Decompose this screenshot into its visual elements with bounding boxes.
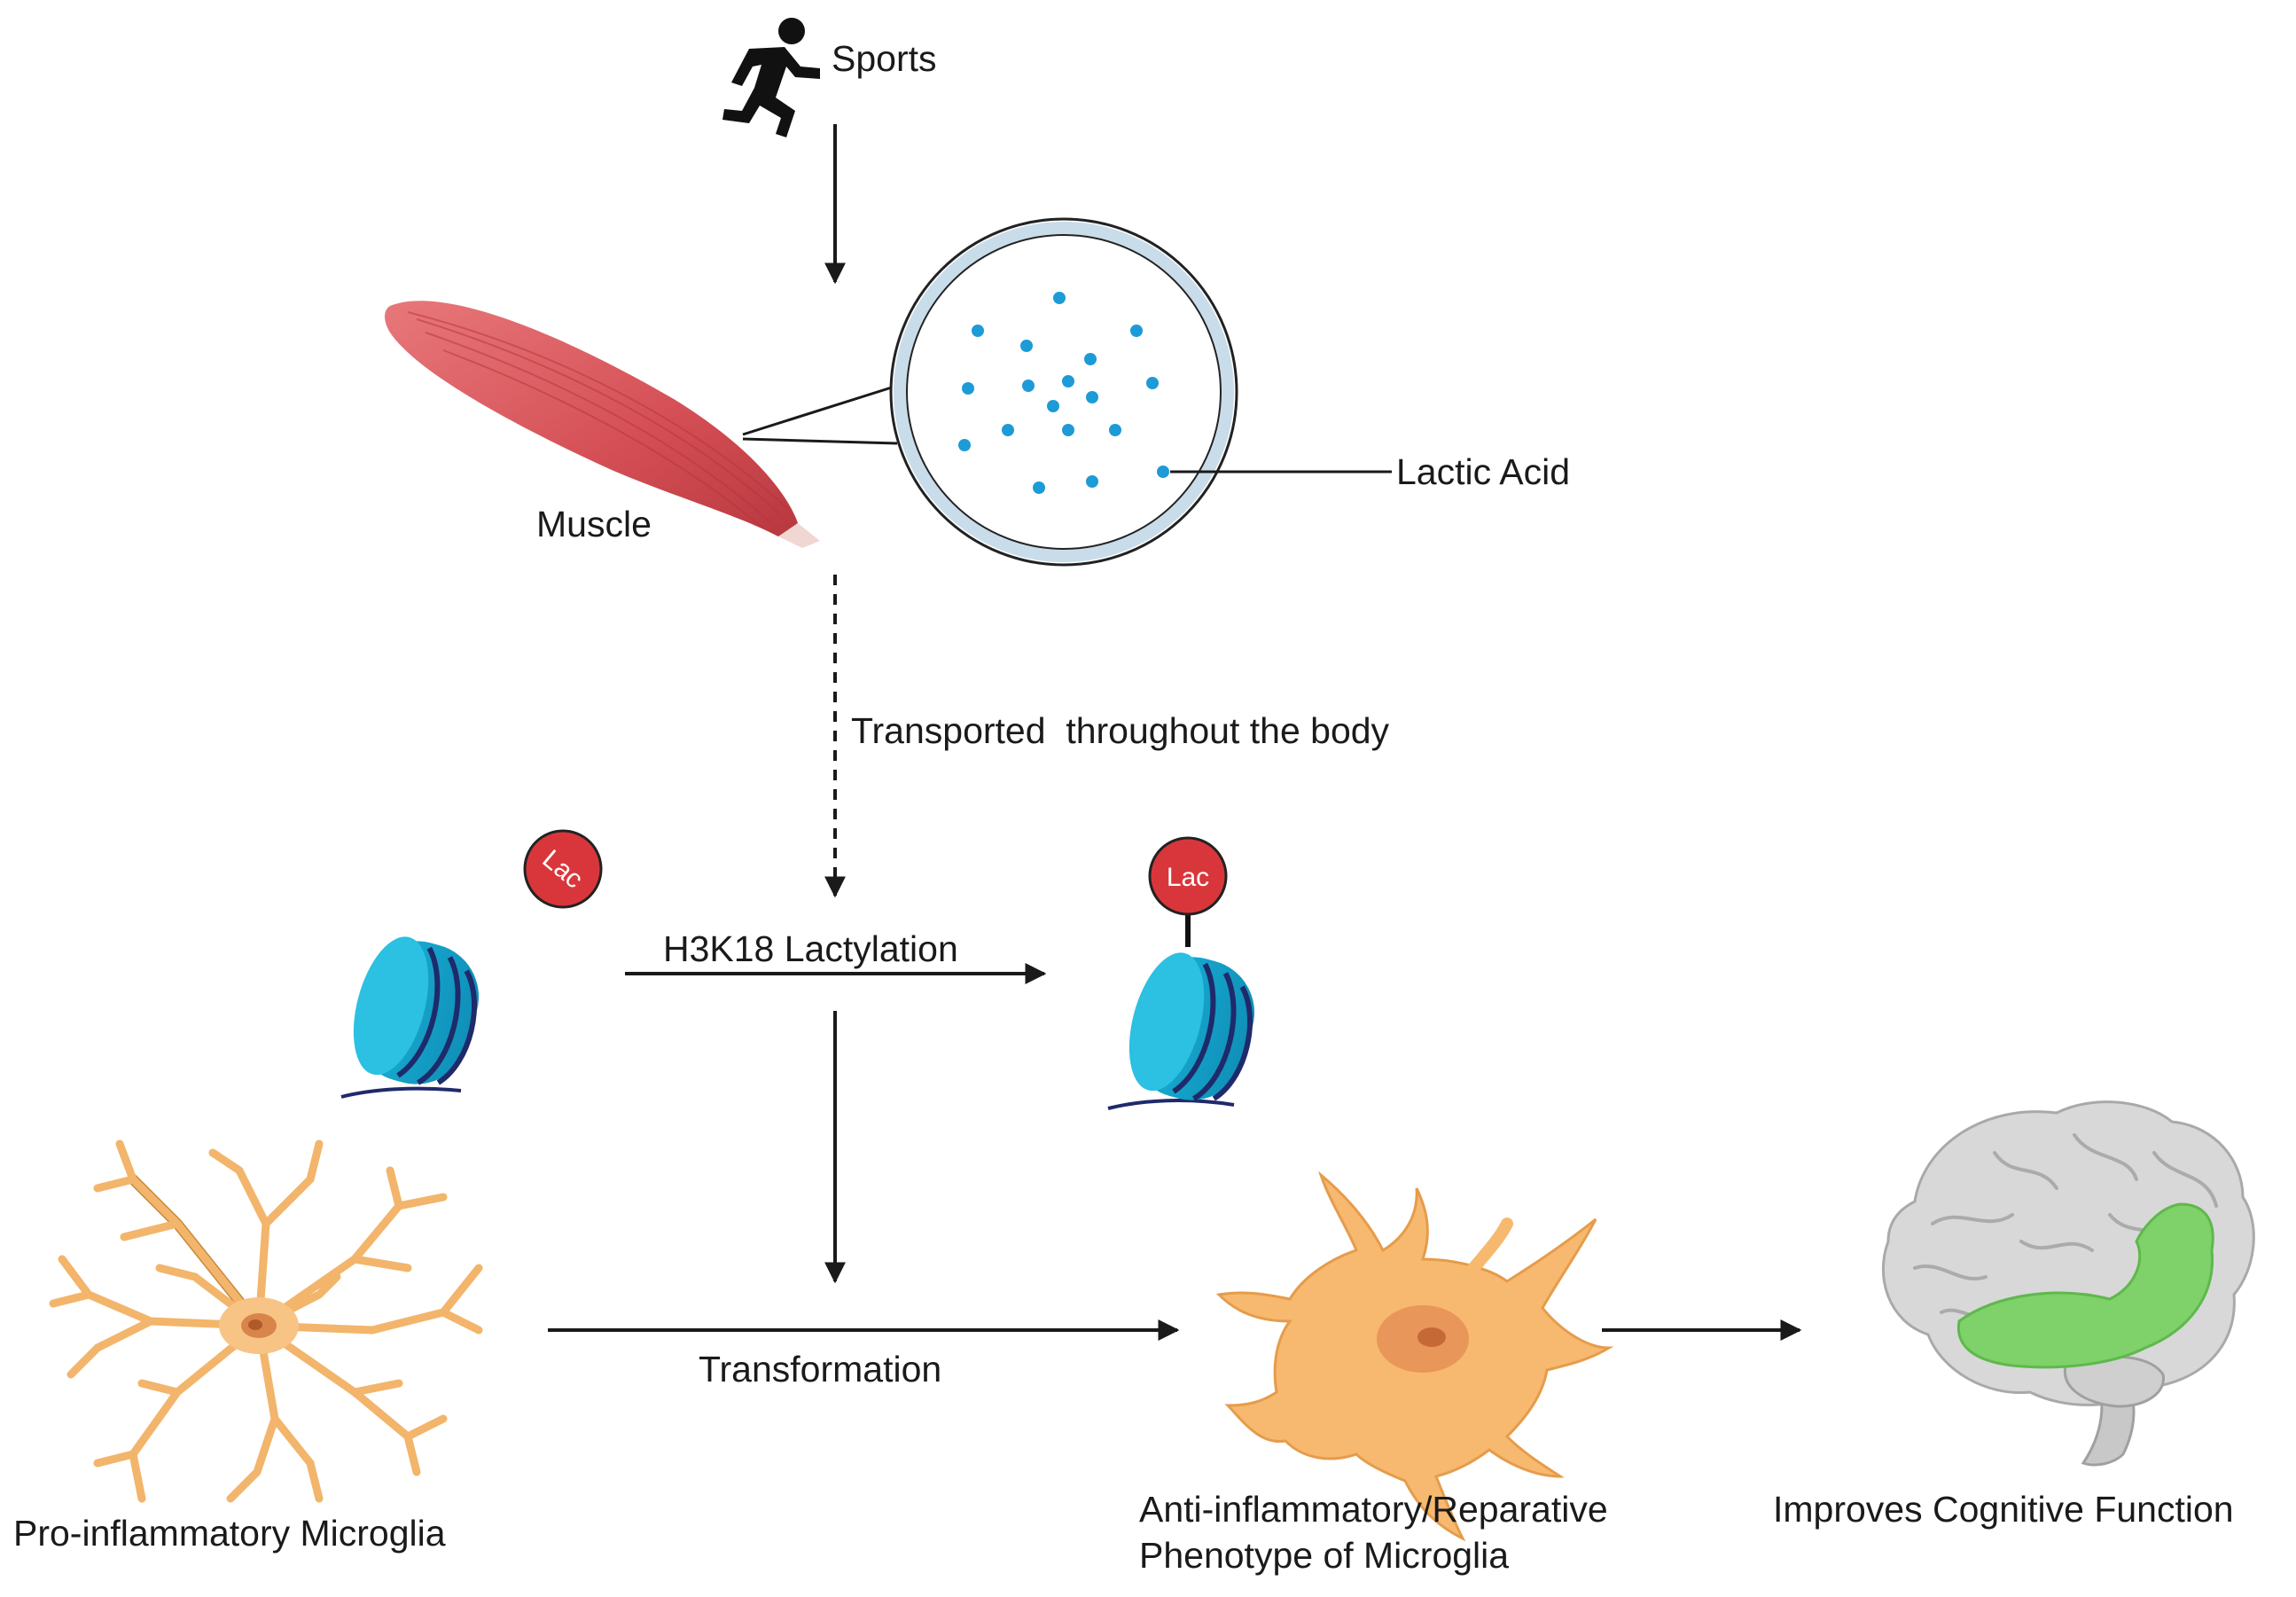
nucleosome-icon-right xyxy=(1107,915,1255,1110)
cognitive-function-label: Improves Cognitive Function xyxy=(1773,1489,2234,1530)
brain-icon xyxy=(1881,1100,2255,1467)
muscle-illustration xyxy=(385,301,820,548)
ramified-microglia-soma xyxy=(219,1297,299,1354)
anti-inflammatory-microglia-label-line1: Anti-inflammatory/Reparative xyxy=(1139,1489,1608,1530)
nucleosome-icon-left xyxy=(340,936,480,1099)
transformation-label: Transformation xyxy=(699,1349,942,1390)
lactic-acid-label: Lactic Acid xyxy=(1396,451,1570,492)
h3k18-lactylation-label: H3K18 Lactylation xyxy=(663,928,958,969)
zoom-line-lower xyxy=(742,437,898,445)
magnified-lactic-acid-view xyxy=(889,217,1238,567)
amoeboid-microglia-cell xyxy=(1215,1170,1614,1542)
transported-label: Transported throughout the body xyxy=(851,710,1390,751)
muscle-label: Muscle xyxy=(536,504,652,544)
anti-inflammatory-microglia-label-line2: Phenotype of Microglia xyxy=(1139,1535,1510,1576)
lactyl-group-badge-free: Lac xyxy=(523,829,603,909)
pro-inflammatory-microglia-label: Pro-inflammatory Microglia xyxy=(13,1513,446,1554)
sports-label: Sports xyxy=(832,38,937,79)
zoom-line-upper xyxy=(742,384,898,436)
running-person-icon xyxy=(722,18,820,137)
lactyl-group-badge-bound: Lac xyxy=(1148,836,1228,916)
lactate-dots xyxy=(958,292,1169,494)
lac-bound-label: Lac xyxy=(1167,863,1209,892)
ramified-microglia-cell xyxy=(49,1139,483,1503)
